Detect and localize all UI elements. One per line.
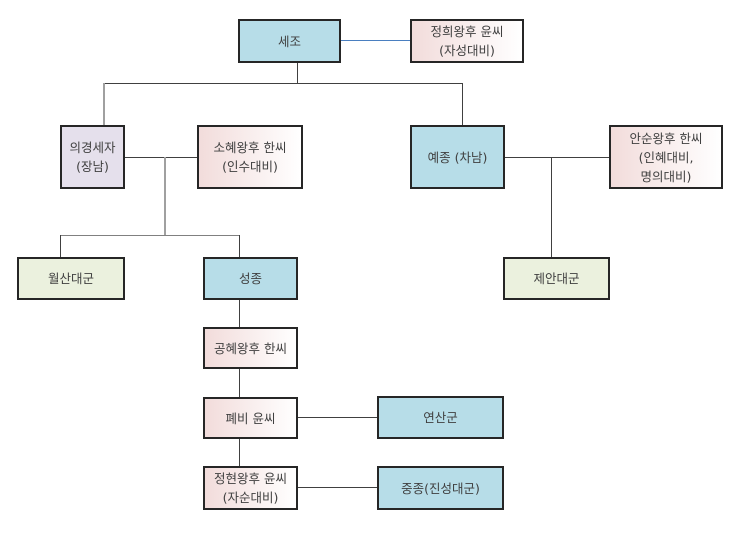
node-yeonsangun: 연산군	[377, 396, 504, 439]
node-pyebi-yun: 폐비 윤씨	[203, 397, 298, 439]
node-jeonghyeon-queen: 정현왕후 윤씨 (자순대비)	[203, 466, 298, 510]
node-uigyeong-crown-prince: 의경세자 (장남)	[60, 125, 125, 189]
connector-sejo-children	[103, 83, 463, 84]
connector-seongjong-gonghye	[239, 299, 240, 327]
node-ansun-queen: 안순왕후 한씨 (인혜대비, 명의대비)	[609, 125, 723, 189]
node-sohye-queen: 소혜왕후 한씨 (인수대비)	[197, 125, 303, 189]
connector-yejong-ansun	[504, 157, 609, 158]
connector-to-wolsan	[60, 235, 61, 257]
node-jean-grand-prince: 제안대군	[503, 257, 610, 300]
node-wolsan-grand-prince: 월산대군	[17, 257, 125, 300]
node-yejong: 예종 (차남)	[410, 125, 505, 189]
node-gonghye-queen: 공혜왕후 한씨	[203, 327, 298, 369]
connector-uigyeong-sohye	[124, 157, 197, 158]
connector-sejo-down	[297, 62, 298, 84]
connector-to-uigyeong	[103, 83, 105, 125]
connector-jeonghyeon-jungjong	[297, 487, 377, 488]
connector-uigyeong-children-down	[164, 157, 166, 235]
connector-gonghye-pyebi	[239, 368, 240, 397]
connector-to-jean	[551, 157, 552, 257]
connector-to-yejong	[462, 83, 463, 125]
connector-pyebi-jeonghyeon	[239, 438, 240, 466]
connector-uigyeong-children	[60, 235, 240, 236]
connector-sejo-jeonghui	[340, 40, 410, 41]
node-jeonghui-queen: 정희왕후 윤씨 (자성대비)	[410, 19, 524, 63]
connector-to-seongjong	[239, 235, 240, 257]
node-jungjong: 중종(진성대군)	[377, 466, 504, 510]
node-sejo: 세조	[238, 19, 341, 63]
connector-pyebi-yeonsangun	[297, 417, 377, 418]
node-seongjong: 성종	[203, 257, 298, 300]
